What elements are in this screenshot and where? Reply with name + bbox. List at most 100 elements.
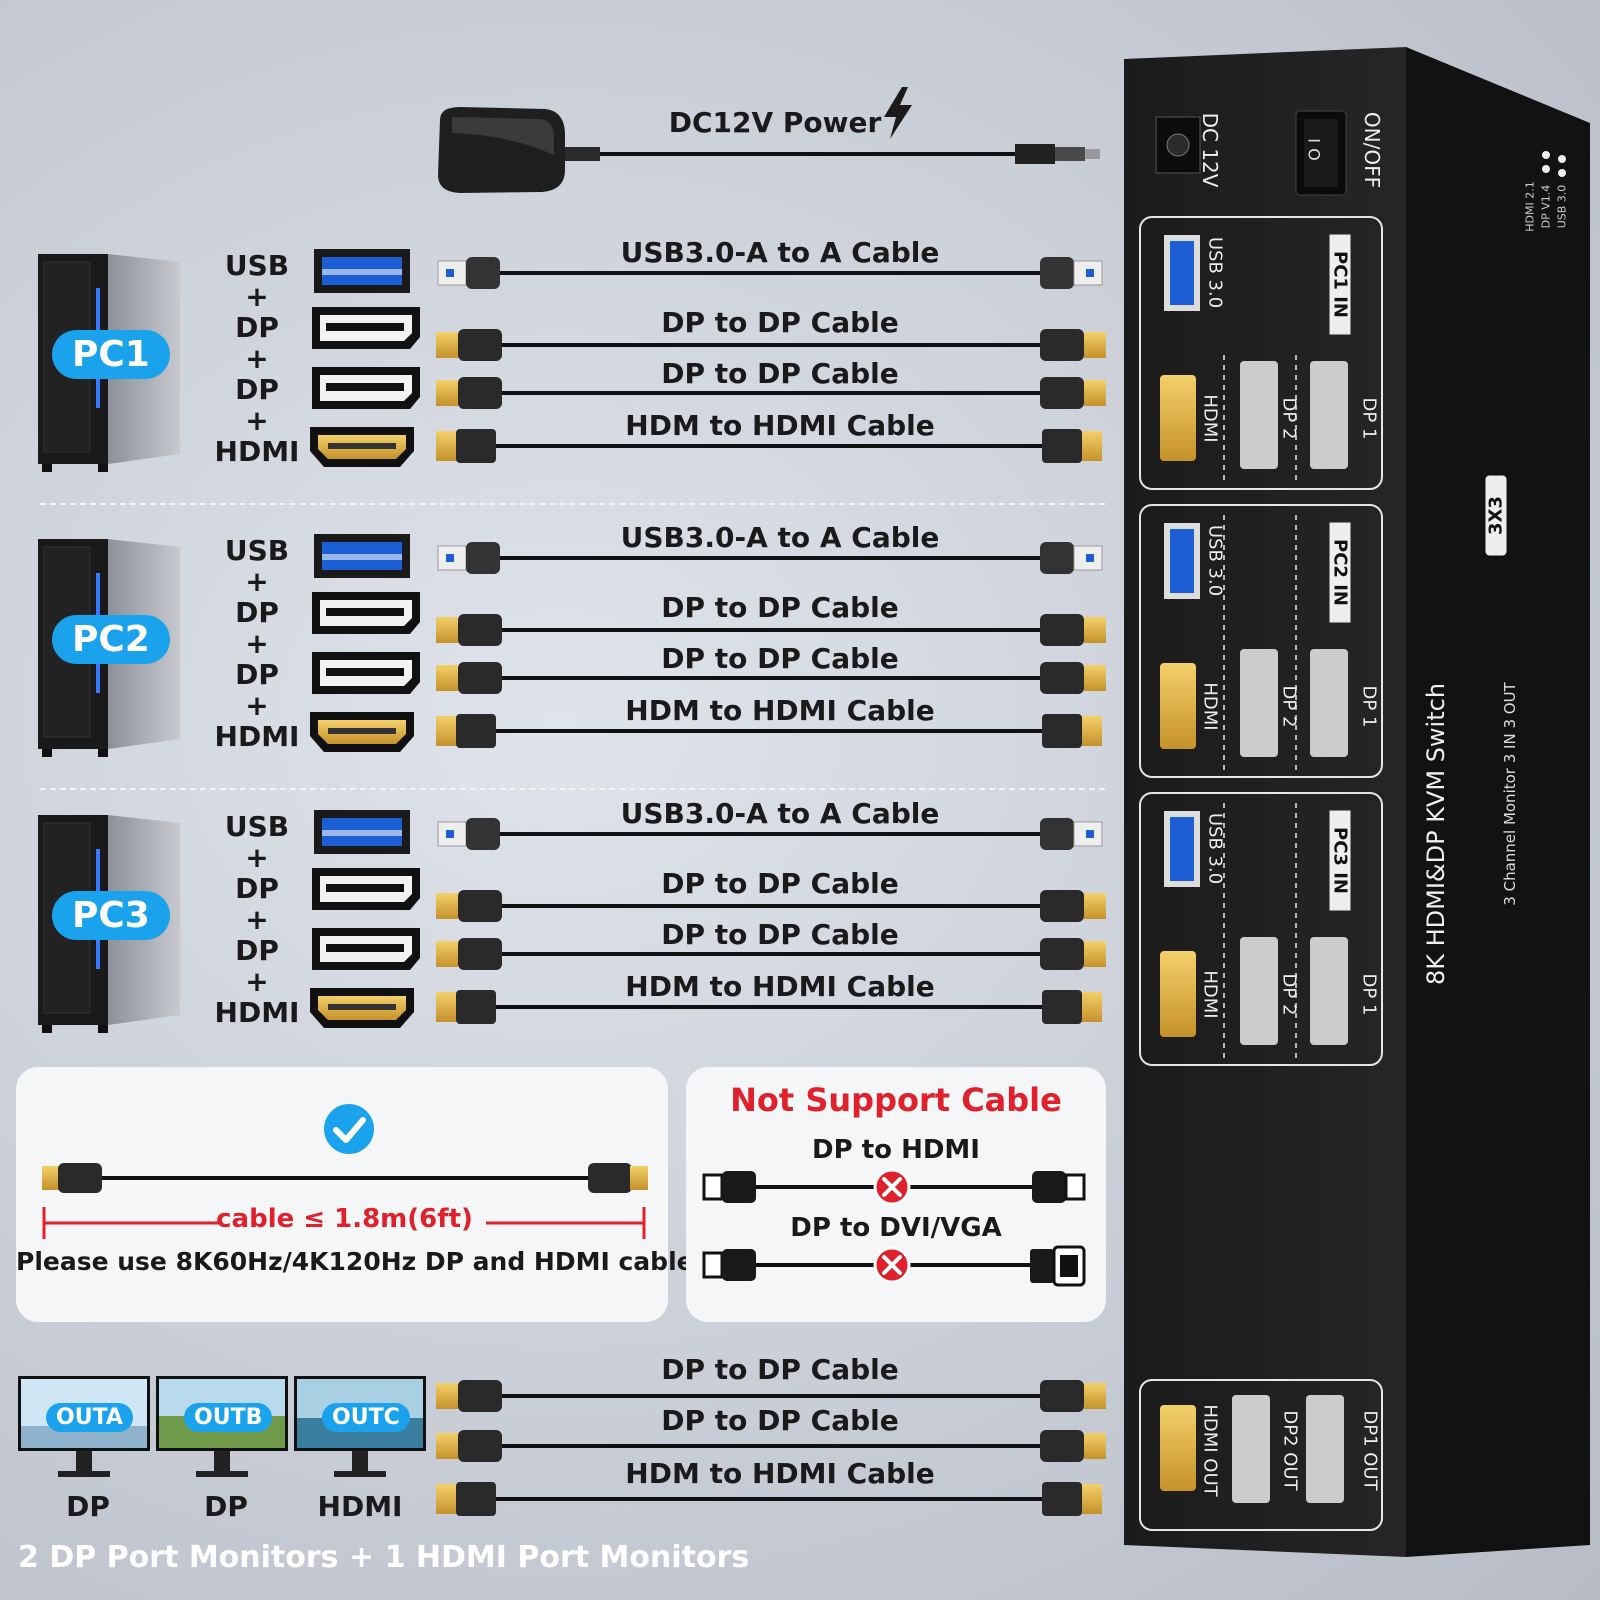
unsupported-title: Not Support Cable [730,1081,1062,1119]
group3-hdmi-label: HDMI [1199,970,1221,1019]
pc2-stack-plus: + [245,689,269,722]
pc3-stack-plus: + [245,903,269,936]
dp-port-icon [312,928,420,970]
power-switch-marks: I O [1304,138,1324,161]
spec-hdmi: HDMI 2.1 [1523,181,1537,232]
kvm-switch-body [1124,47,1590,1557]
pc1-cable-label-usb: USB3.0-A to A Cable [620,236,940,269]
pc1-stack-plus: + [245,404,269,437]
product-title: 8K HDMI&DP KVM Switch [1422,682,1450,986]
cable-length-limit: cable ≤ 1.8m(6ft) [216,1204,473,1234]
pc2-cable-label-dp2: DP to DP Cable [661,642,899,675]
pc1-cable-label-hdmi: HDM to HDMI Cable [625,409,935,442]
monitor-c-port: HDMI [317,1490,403,1523]
hdmi-cable-icon [436,1482,1102,1516]
dp2-out-label: DP2 OUT [1279,1410,1301,1491]
pc2-cable-label-usb: USB3.0-A to A Cable [620,521,940,554]
group1-title: PC1 IN [1329,234,1351,335]
dp-to-dvi-cable-icon [702,1245,1086,1287]
pc3-badge: PC3 [52,891,170,940]
pc1-stack-usb: USB [224,249,290,282]
group3-ports [1160,803,1348,1061]
pc1-port-icons [310,249,420,467]
dp-cable-icon [436,329,1106,361]
unsupported-item-dp-dvi-vga: DP to DVI/VGA [790,1213,1002,1243]
monitor-b-badge: OUTB [184,1403,273,1432]
group1-dp2-label: DP 2 [1278,397,1300,440]
group2-hdmi-label: HDMI [1199,682,1221,731]
pc1-port-list: USB + DP + DP + HDMI [202,250,312,467]
pc1-cables-icon [436,257,1106,463]
dp-to-hdmi-cable-icon [702,1168,1086,1206]
monitor-a-icon [18,1376,150,1477]
group2-dp2-label: DP 2 [1278,685,1300,728]
dp-port-icon [312,868,420,910]
unsupported-cable-panel: Not Support Cable DP to HDMI DP to DVI/V… [686,1067,1106,1322]
pc2-cable-label-hdmi: HDM to HDMI Cable [625,694,935,727]
group2-usb-label: USB 3.0 [1204,524,1226,597]
pc3-stack-hdmi: HDMI [214,996,300,1029]
hdmi-cable-icon [436,714,1102,748]
pc3-port-icons [310,810,420,1028]
output-cables-icon [436,1380,1106,1516]
pc2-stack-plus: + [245,627,269,660]
dc-port-label: DC 12V [1198,112,1222,188]
group3-usb-label: USB 3.0 [1204,812,1226,885]
pc3-stack-usb: USB [224,810,290,843]
pc3-cables-icon [436,818,1106,1024]
product-subtitle: 3 Channel Monitor 3 IN 3 OUT [1501,682,1519,906]
pc3-stack-dp: DP [235,872,279,905]
pc2-stack-hdmi: HDMI [214,720,300,753]
pc2-stack-dp: DP [235,596,279,629]
hdmi-out-label: HDMI OUT [1199,1404,1221,1497]
power-adapter-icon [438,107,1100,193]
product-badge: 3X3 [1485,475,1507,556]
group1-usb-label: USB 3.0 [1204,236,1226,309]
pc2-stack-dp: DP [235,658,279,691]
pc2-port-icons [310,534,420,752]
pc3-cable-label-dp2: DP to DP Cable [661,918,899,951]
group1-ports [1160,235,1348,485]
out-cable-label-hdmi: HDM to HDMI Cable [625,1457,935,1490]
pc3-cable-label-dp1: DP to DP Cable [661,867,899,900]
group2-title: PC2 IN [1329,522,1351,623]
supported-cable-panel: cable ≤ 1.8m(6ft) Please use 8K60Hz/4K12… [16,1067,694,1322]
monitor-a-port: DP [66,1490,110,1523]
dp-port-icon [312,307,420,349]
usb-cable-icon [437,542,1103,574]
group1-dp1-label: DP 1 [1358,397,1380,440]
pc1-stack-dp: DP [235,373,279,406]
out-cable-label-dp1: DP to DP Cable [661,1353,899,1386]
hdmi-cable-icon [436,429,1102,463]
group1-hdmi-label: HDMI [1199,394,1221,443]
dp-cable-icon [436,1380,1106,1412]
dp-cable-icon [436,614,1106,646]
dp-port-icon [312,652,420,694]
pc3-stack-plus: + [245,841,269,874]
monitor-b-port: DP [204,1490,248,1523]
dp-cable-icon [436,662,1106,694]
length-marker-icon [42,1207,646,1239]
pc1-stack-plus: + [245,342,269,375]
pc3-stack-plus: + [245,965,269,998]
check-icon [324,1104,374,1154]
pc1-cable-label-dp2: DP to DP Cable [661,357,899,390]
dp-cable-icon [436,377,1106,409]
pc3-cable-label-usb: USB3.0-A to A Cable [620,797,940,830]
usb-cable-icon [437,818,1103,850]
section-divider [40,788,1105,790]
power-switch-label: ON/OFF [1360,111,1384,189]
out-cable-label-dp2: DP to DP Cable [661,1404,899,1437]
dp-cable-icon [42,1163,648,1193]
group3-title: PC3 IN [1329,810,1351,911]
usb-port-icon [314,534,410,578]
hdmi-port-icon [310,427,414,467]
pc2-cable-label-dp1: DP to DP Cable [661,591,899,624]
pc2-badge: PC2 [52,615,170,664]
group2-ports [1160,515,1348,773]
group3-dp2-label: DP 2 [1278,973,1300,1016]
power-label: DC12V Power [668,106,882,139]
pc1-stack-hdmi: HDMI [214,435,300,468]
error-icon [873,1168,911,1206]
spec-usb: USB 3.0 [1555,184,1569,229]
